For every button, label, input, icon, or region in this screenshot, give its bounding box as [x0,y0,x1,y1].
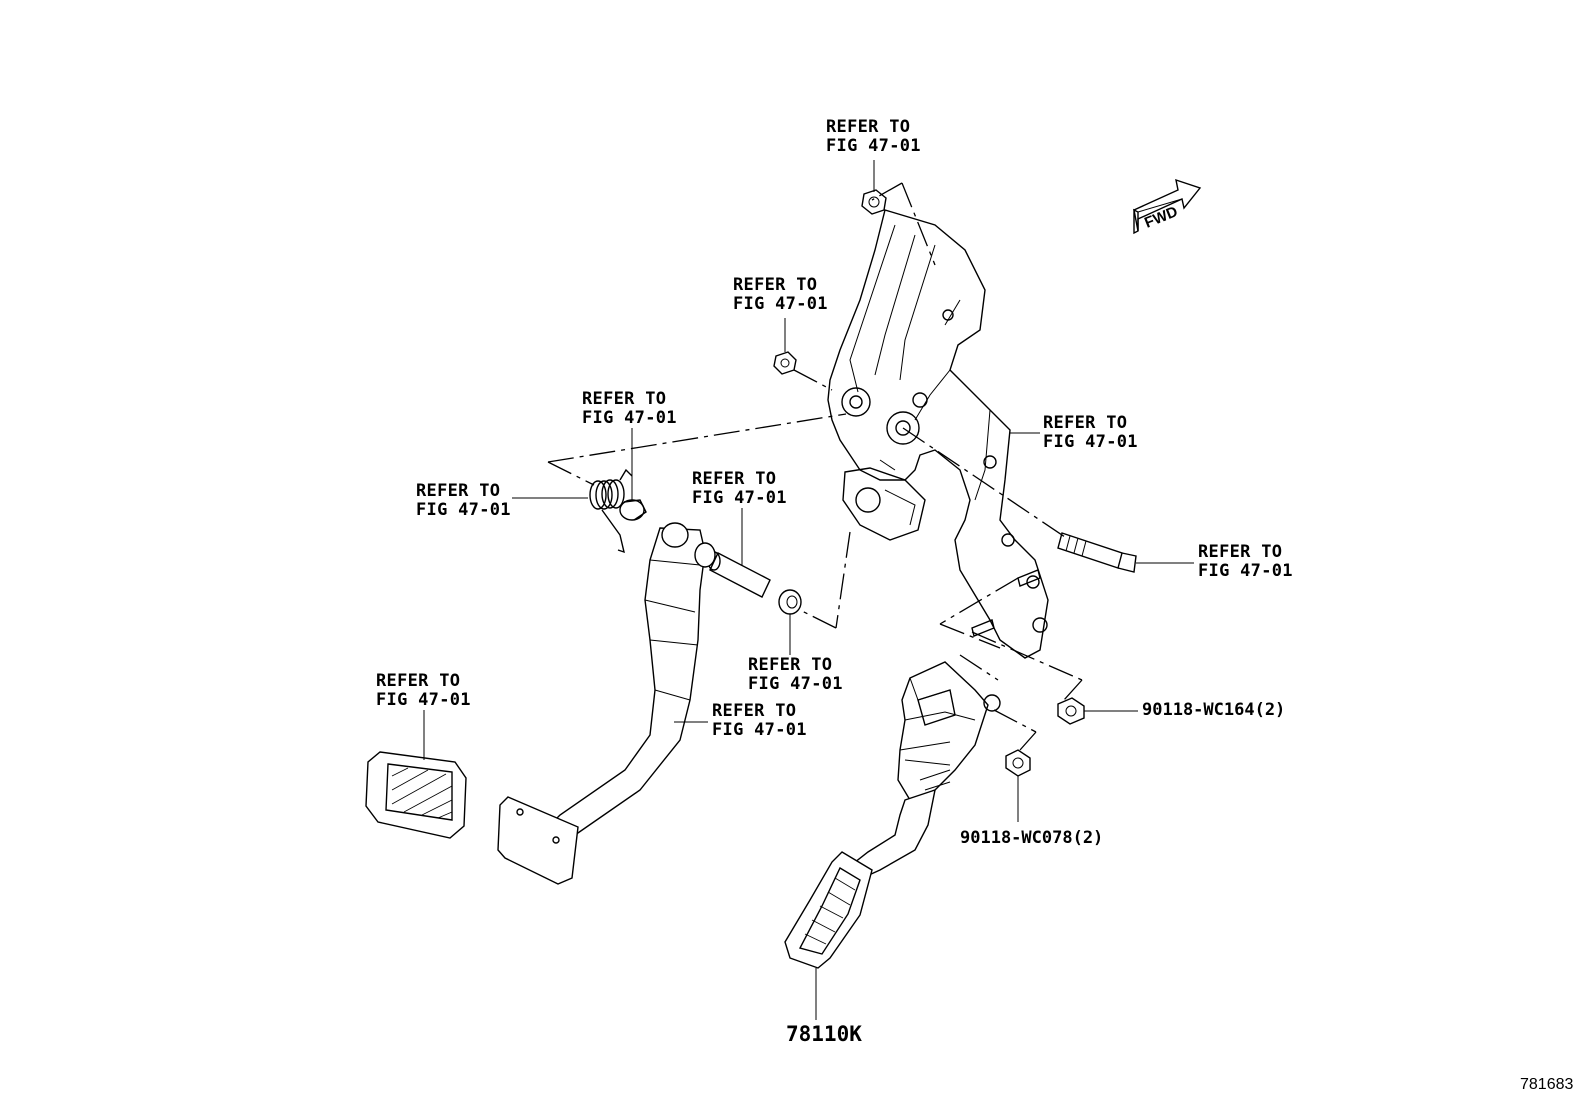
part-number-accelerator-pedal: 78110K [786,1022,862,1046]
flange-nut [1005,749,1031,777]
bushing [619,499,647,521]
assembly-lines [547,182,1083,751]
figure-reference-number: 781683 [1520,1076,1574,1093]
nut [773,351,797,375]
brake-pedal-arm [497,522,716,885]
accelerator-pedal-assembly [784,661,1001,969]
pivot-pin [707,551,771,598]
pedal-bracket [827,209,1049,659]
brake-pedal-pad [365,751,467,839]
bolt [1057,532,1137,573]
stud [971,569,1041,637]
part-number-nut-upper: 90118-WC164(2) [1142,700,1286,720]
fwd-arrow-icon: FWD [1133,178,1202,235]
flange-nut [1057,697,1085,725]
part-number-nut-lower: 90118-WC078(2) [960,828,1104,848]
leader-lines [423,160,1194,1020]
bushing [778,589,802,615]
return-spring [589,468,633,554]
